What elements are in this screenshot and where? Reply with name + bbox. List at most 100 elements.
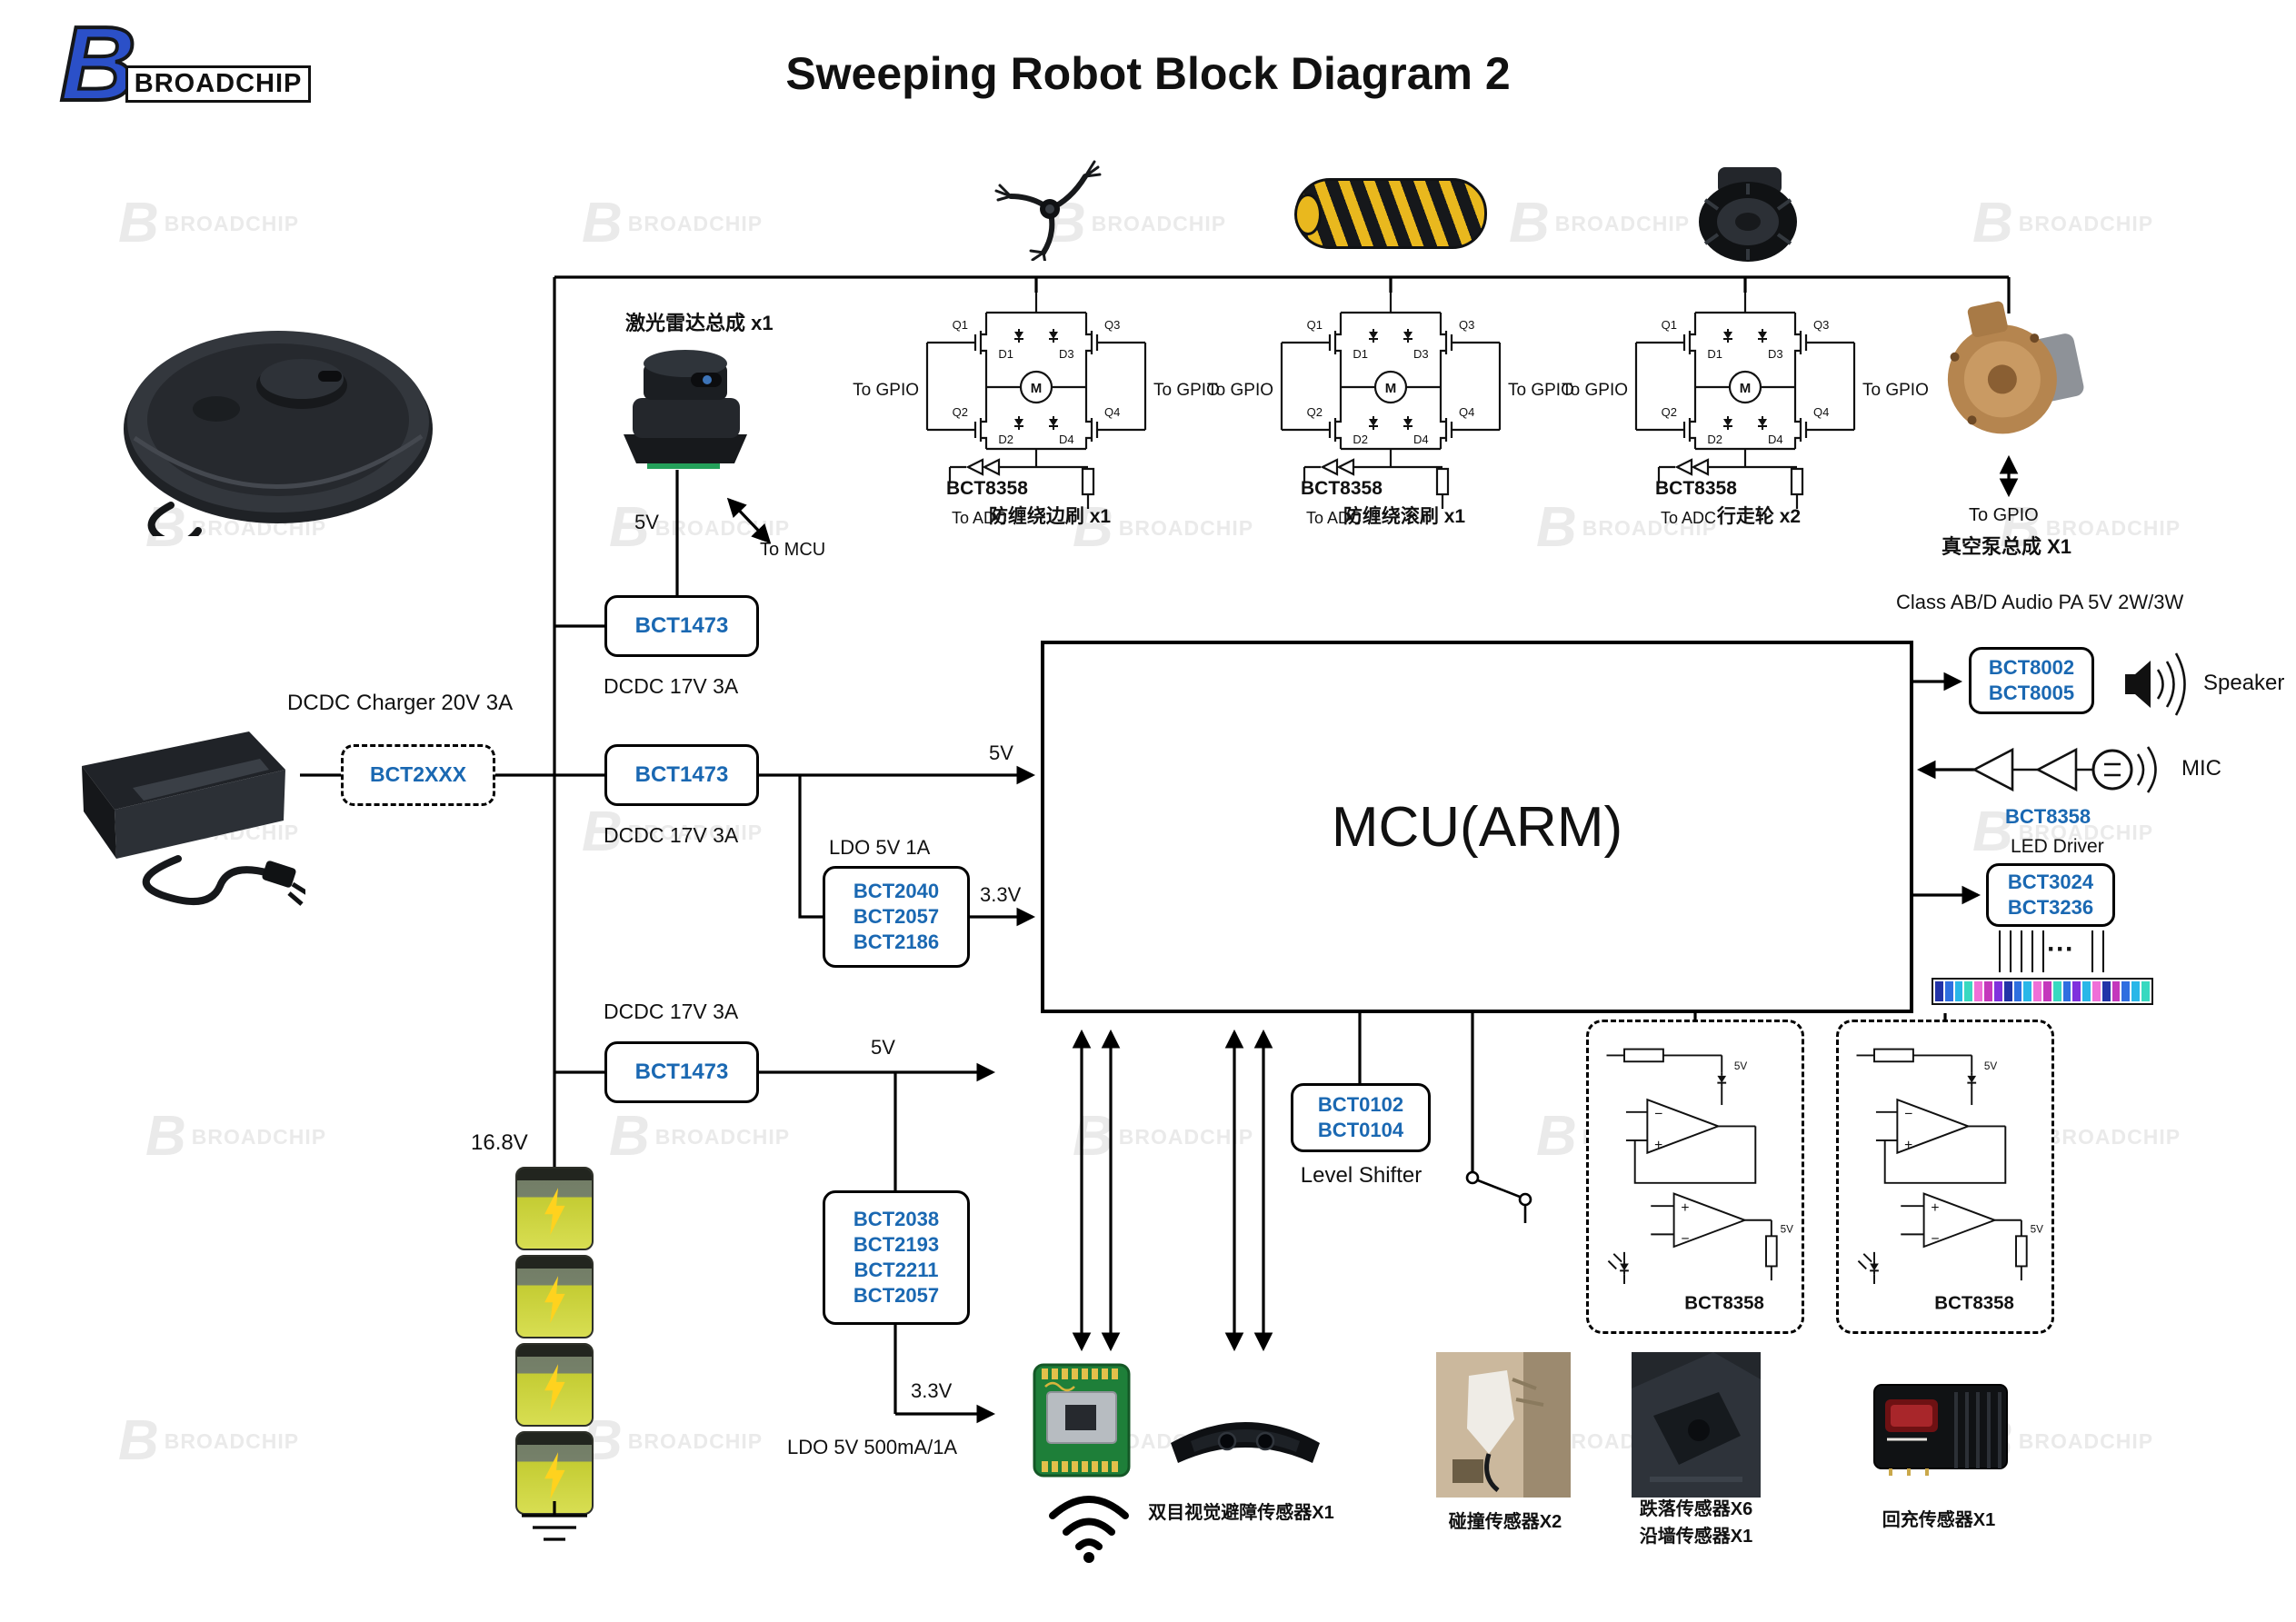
to-mcu-label: To MCU: [760, 540, 826, 560]
charging-dock-image: [51, 668, 309, 931]
wifi-module-image: [1033, 1363, 1131, 1482]
lidar-image: [600, 327, 768, 475]
dcdc3-label: DCDC 17V 3A: [604, 1000, 739, 1023]
mic-icon: [1972, 746, 2157, 793]
chip-label: BCT2186: [853, 930, 940, 954]
lightning-icon: [544, 1188, 565, 1236]
ldo1-label: LDO 5V 1A: [829, 836, 931, 859]
drop-sensor-label: 跌落传感器X6: [1639, 1499, 1753, 1519]
side-brush-image: [991, 156, 1109, 265]
motor-driver-side-brush: 防缠绕边刷 x1: [841, 289, 1232, 534]
led-segment: [2003, 981, 2012, 1001]
broadchip-logo: B BROADCHIP: [58, 5, 312, 123]
lidar-5v-label: 5V: [634, 511, 659, 533]
battery-cell: [515, 1431, 594, 1515]
chip-label: BCT1473: [634, 1059, 729, 1084]
led-segment: [1974, 981, 1983, 1001]
led-segment: [2092, 981, 2101, 1001]
chip-label: BCT2XXX: [369, 762, 467, 787]
battery-voltage-label: 16.8V: [471, 1130, 528, 1155]
ldo2-label: LDO 5V 500mA/1A: [787, 1436, 958, 1458]
lightning-icon: [544, 1276, 565, 1324]
battery-cell: [515, 1167, 594, 1250]
bump-sensor-image: [1436, 1352, 1571, 1502]
lightning-icon: [544, 1364, 565, 1412]
vacuum-pump-image: [1929, 291, 2097, 463]
audio-class-label: Class AB/D Audio PA 5V 2W/3W: [1896, 591, 2184, 613]
motor-driver-roller-brush: 防缠绕滚刷 x1: [1195, 289, 1586, 534]
dcdc3-box: BCT1473: [604, 1041, 759, 1103]
dcdc2-label: DCDC 17V 3A: [604, 823, 739, 847]
led-dots: ···: [2047, 934, 2074, 964]
driver-name: 行走轮 x2: [1716, 506, 1802, 527]
rail-3v3-label: 3.3V: [980, 883, 1022, 906]
mcu-label: MCU(ARM): [1331, 795, 1623, 859]
chip-label: BCT3236: [2007, 896, 2094, 919]
chip-label: BCT2057: [853, 1284, 940, 1308]
led-segment: [1954, 981, 1963, 1001]
chip-label: BCT2040: [853, 879, 940, 902]
recharge-sensor-label: 回充传感器X1: [1882, 1510, 1996, 1530]
wall-sensor-label: 沿墙传感器X1: [1639, 1527, 1753, 1547]
led-segment: [2013, 981, 2022, 1001]
vision-sensor-label: 双目视觉避障传感器X1: [1148, 1503, 1334, 1523]
charger-label: DCDC Charger 20V 3A: [287, 691, 514, 715]
page-title: Sweeping Robot Block Diagram 2: [785, 48, 1511, 99]
audio-pa-box: BCT8002 BCT8005: [1969, 647, 2094, 714]
led-segment: [1993, 981, 2002, 1001]
roller-brush-image: [1294, 178, 1487, 249]
led-driver-box: BCT3024 BCT3236: [1986, 863, 2115, 927]
dcdc2-box: BCT1473: [604, 744, 759, 806]
led-segment: [1935, 981, 1943, 1001]
chip-label: BCT1473: [634, 612, 729, 638]
sensor-amp-box-1: [1586, 1020, 1804, 1334]
led-segment: [1984, 981, 1992, 1001]
ldo2-box: BCT2038 BCT2193 BCT2211 BCT2057: [823, 1190, 970, 1325]
driver-name: 防缠绕滚刷 x1: [1343, 506, 1466, 527]
speaker-icon: [2125, 652, 2186, 716]
lightning-icon: [544, 1452, 565, 1500]
recharge-sensor-image: [1872, 1379, 2009, 1484]
led-segment: [2111, 981, 2121, 1001]
mic-amp-chip-label: BCT8358: [2005, 805, 2091, 828]
level-shifter-box: BCT0102 BCT0104: [1291, 1083, 1431, 1152]
ldo1-box: BCT2040 BCT2057 BCT2186: [823, 866, 970, 968]
chip-label: BCT2057: [853, 904, 940, 928]
sensor-amp-box-2: [1836, 1020, 2054, 1334]
motor-driver-wheels: 行走轮 x2: [1550, 289, 1941, 534]
led-segment: [1944, 981, 1953, 1001]
battery-cell: [515, 1255, 594, 1338]
charger-box: BCT2XXX: [341, 744, 495, 806]
led-segment: [2101, 981, 2111, 1001]
led-segment: [2141, 981, 2150, 1001]
rail-5v-label: 5V: [871, 1036, 895, 1059]
robot-image: [107, 302, 434, 547]
wifi-icon: [1042, 1485, 1137, 1567]
led-segment: [2121, 981, 2131, 1001]
led-segment: [2023, 981, 2032, 1001]
led-segment: [1964, 981, 1973, 1001]
led-segment: [2052, 981, 2061, 1001]
logo-b-glyph: B: [58, 5, 138, 123]
pump-gpio-label: To GPIO: [1969, 505, 2039, 525]
dcdc1-label: DCDC 17V 3A: [604, 674, 739, 698]
led-segment: [2042, 981, 2051, 1001]
led-segment: [2062, 981, 2071, 1001]
chip-label: BCT0102: [1317, 1092, 1404, 1116]
chip-label: BCT8005: [1988, 682, 2075, 704]
lidar-title: 激光雷达总成 x1: [625, 312, 774, 334]
chip-label: BCT1473: [634, 761, 729, 787]
mcu-block: MCU(ARM): [1041, 641, 1913, 1013]
chip-label: BCT3024: [2007, 870, 2094, 893]
speaker-label: Speaker: [2203, 671, 2285, 695]
battery-pack: [515, 1167, 594, 1519]
